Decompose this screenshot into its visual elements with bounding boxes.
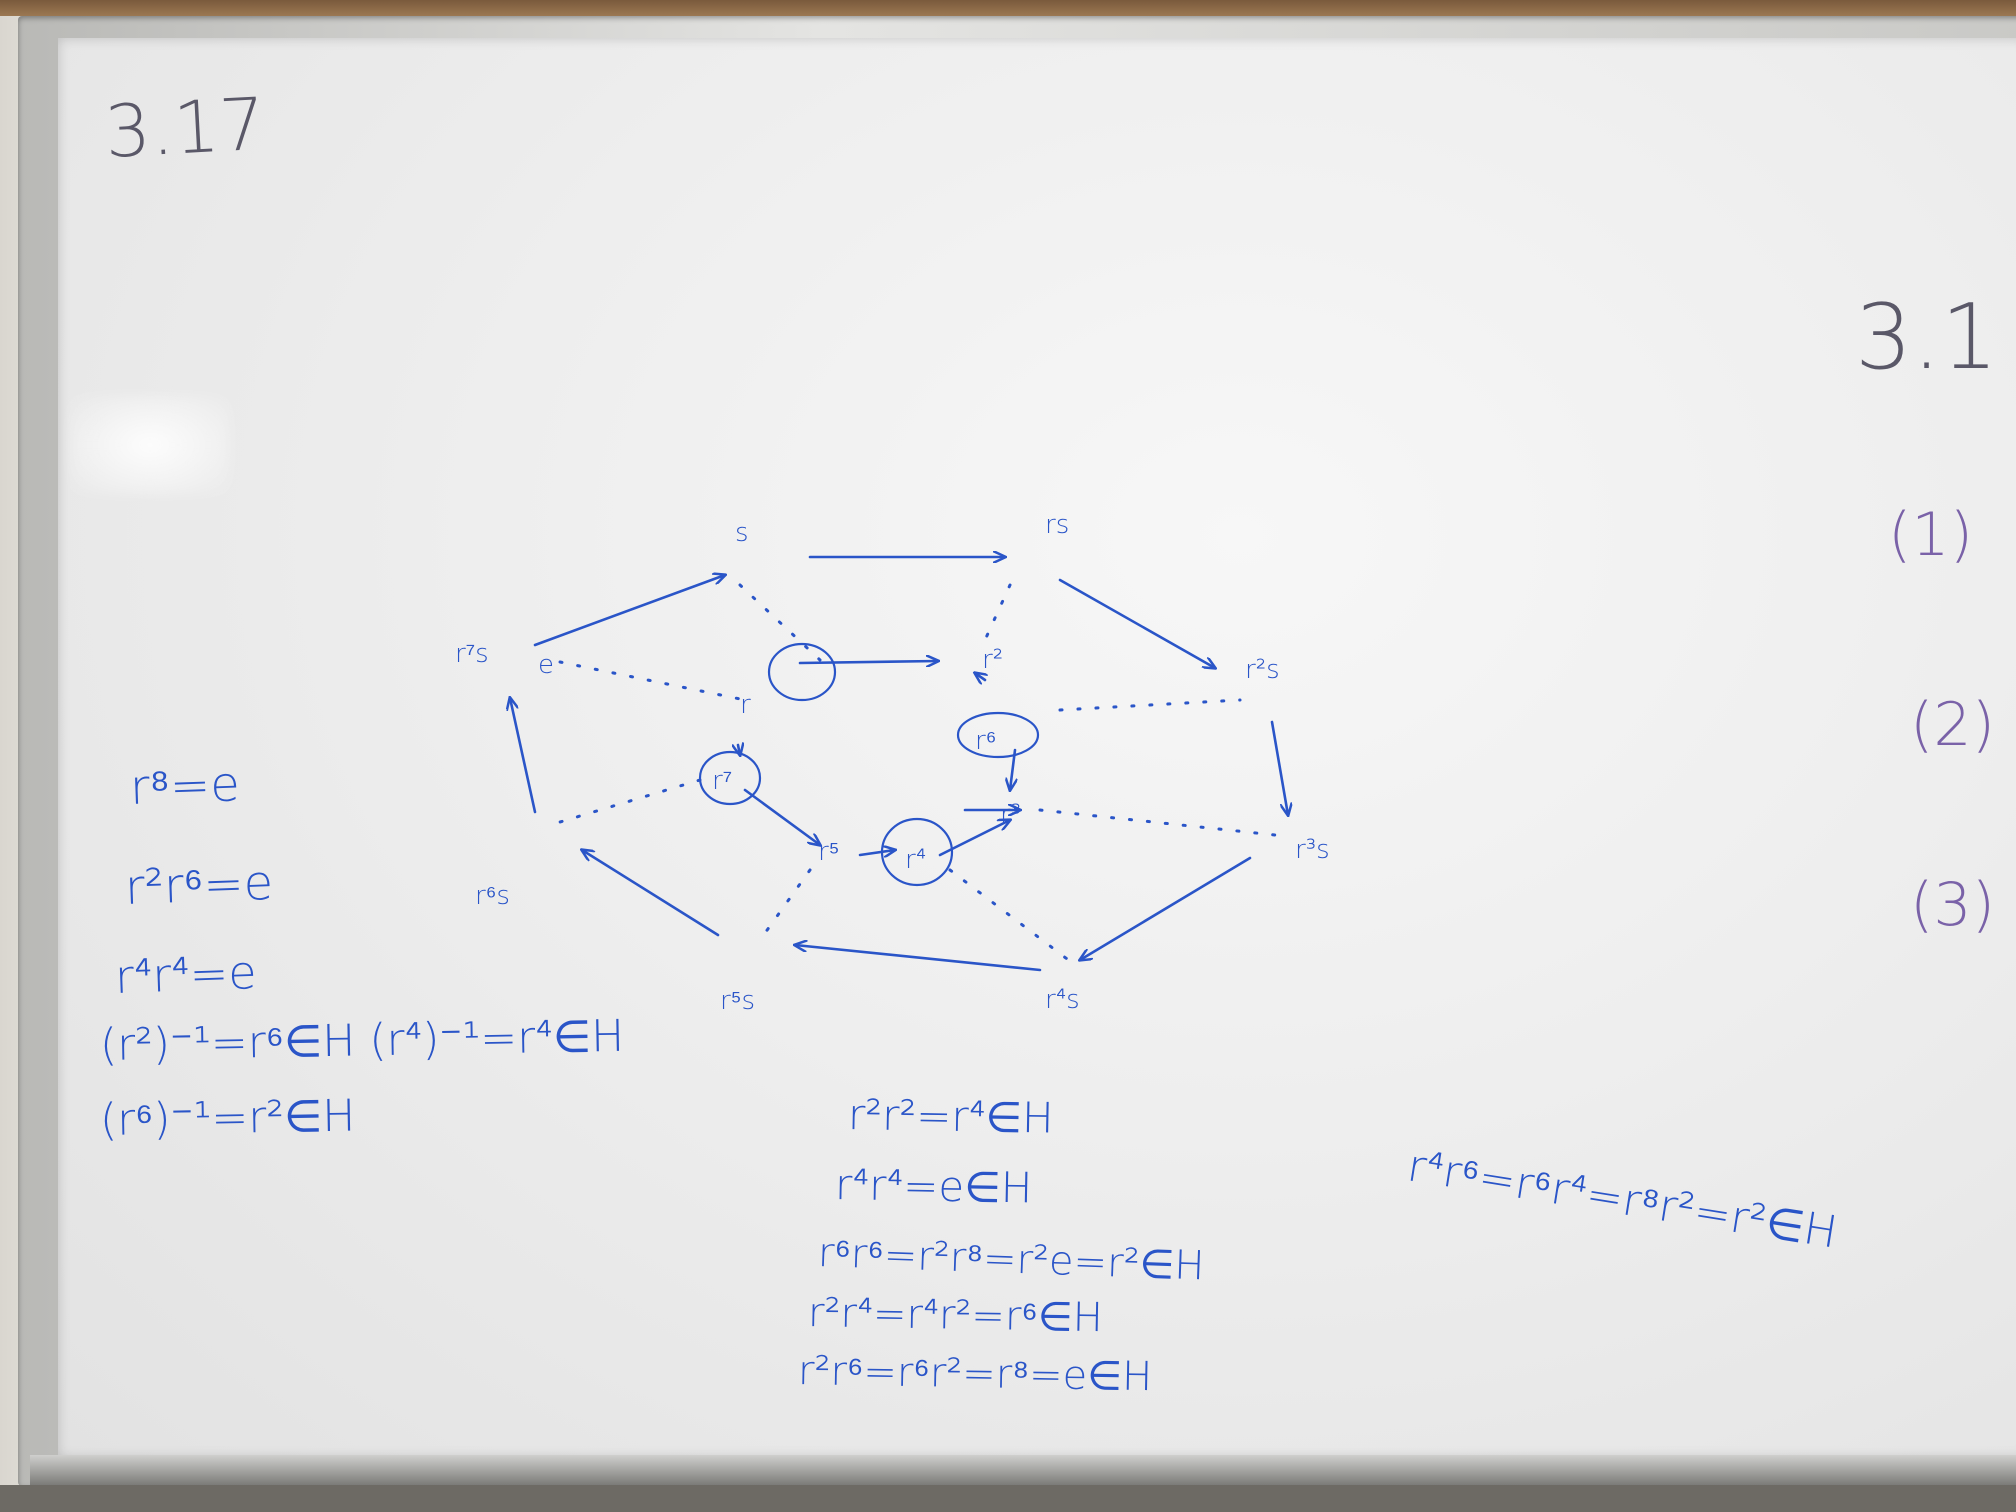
outer-arrow xyxy=(1080,856,1252,960)
outer-arrow xyxy=(795,945,1042,972)
center-equation: r²r²=r⁴∈H xyxy=(847,1090,1055,1143)
dotted-spoke xyxy=(738,583,822,662)
node-label: r⁵s xyxy=(720,986,756,1016)
node-label: s xyxy=(735,518,749,548)
node-label: r⁴s xyxy=(1045,985,1080,1015)
whiteboard-surface xyxy=(58,38,2016,1458)
outer-arrow xyxy=(1270,720,1288,815)
dotted-spoke xyxy=(558,660,747,702)
outer-arrow xyxy=(510,698,537,814)
node-label: r³s xyxy=(1295,835,1330,865)
inner-arrow xyxy=(798,661,938,663)
problem-heading-left: 3.17 xyxy=(102,81,268,174)
subgroup-circle xyxy=(767,642,837,702)
dotted-spoke xyxy=(1058,698,1242,712)
floor-shadow xyxy=(0,1485,2016,1512)
dotted-spoke xyxy=(948,868,1077,967)
inner-arrow xyxy=(1010,748,1015,790)
node-label: r⁷ xyxy=(712,766,733,796)
corkboard-strip xyxy=(0,0,2016,16)
marker-tray xyxy=(30,1455,2016,1485)
node-label: r xyxy=(740,690,751,720)
left-equation: (r²)⁻¹=r⁶∈H (r⁴)⁻¹=r⁴∈H xyxy=(99,1010,625,1071)
dotted-spoke xyxy=(1038,808,1277,837)
node-label: r⁶s xyxy=(475,881,510,911)
node-label: rs xyxy=(1045,510,1070,540)
left-equation: r⁸=e xyxy=(129,756,241,816)
dotted-spoke xyxy=(983,583,1012,642)
light-glare xyxy=(70,395,230,495)
node-label: r⁶ xyxy=(975,726,997,756)
node-label: r² xyxy=(982,645,1004,675)
left-equation: r⁴r⁴=e xyxy=(114,945,258,1004)
left-equation: (r⁶)⁻¹=r²∈H xyxy=(99,1090,356,1146)
inner-arrow xyxy=(858,850,895,855)
node-label: r⁵ xyxy=(818,837,840,867)
dotted-spoke xyxy=(548,778,702,827)
node-label: r³ xyxy=(1000,800,1022,830)
node-label: r²s xyxy=(1245,655,1280,685)
node-label: r⁷s xyxy=(455,639,489,669)
subgroup-circle xyxy=(698,750,762,806)
subgroup-circle xyxy=(880,817,954,887)
subgroup-circle xyxy=(956,711,1040,759)
inner-arrow xyxy=(743,788,820,845)
outer-arrow xyxy=(582,850,720,937)
left-equation: r²r⁶=e xyxy=(124,854,275,916)
dotted-spoke xyxy=(758,868,812,942)
problem-heading-right: 3.1 xyxy=(1855,285,1999,390)
center-equation: r⁴r⁴=e∈H xyxy=(834,1160,1033,1213)
outer-arrow xyxy=(1058,578,1215,668)
node-label: e xyxy=(538,650,554,680)
inner-arrow xyxy=(975,673,985,680)
right-list-item-2: (2) xyxy=(1910,690,1995,760)
center-equation: r²r⁶=r⁶r²=r⁸=e∈H xyxy=(797,1348,1153,1401)
node-label: r⁴ xyxy=(905,845,927,875)
outer-arrow xyxy=(533,575,725,647)
center-equation: r²r⁴=r⁴r²=r⁶∈H xyxy=(807,1290,1104,1342)
right-list-item-3: (3) xyxy=(1910,870,1995,940)
right-list-item-1: (1) xyxy=(1888,500,1973,570)
